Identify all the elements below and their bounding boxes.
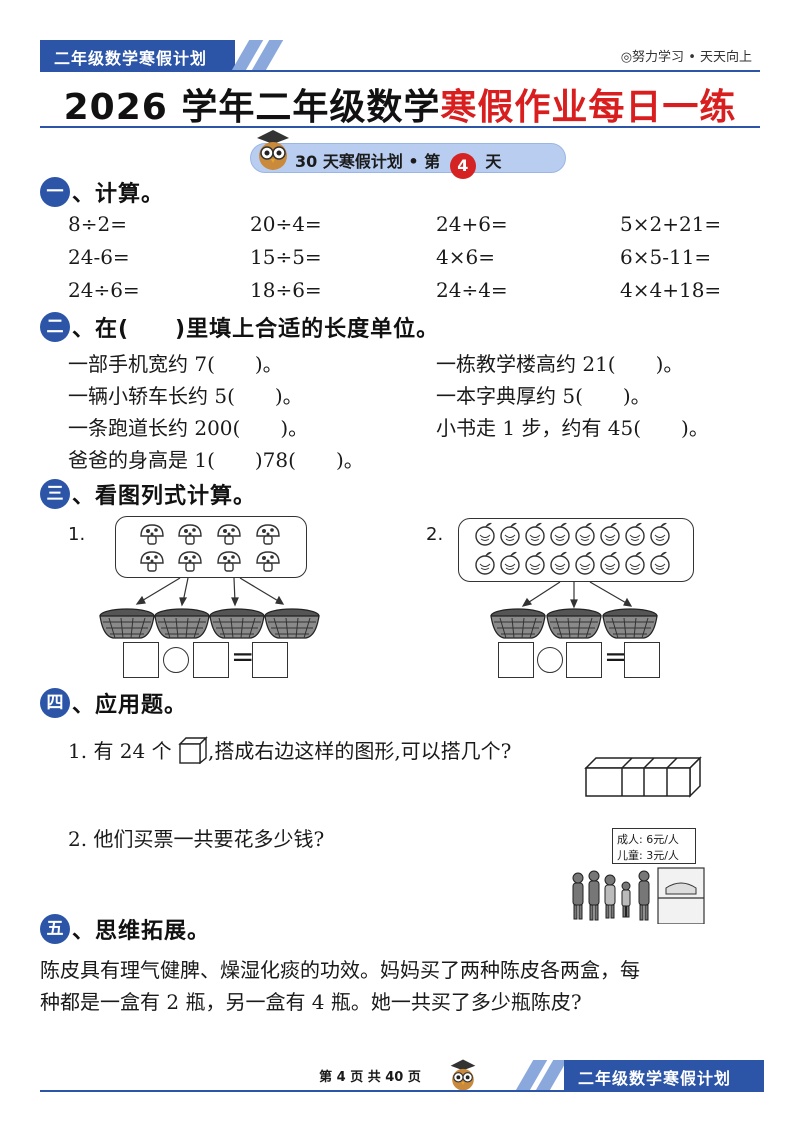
- word-problem-2: 2. 他们买票一共要花多少钱?: [68, 827, 325, 851]
- section-thinking-header: 五 、思维拓展。: [40, 912, 210, 946]
- picture-problem-1-drawing: [99, 522, 670, 639]
- unit-item: 一条跑道长约 200( )。: [68, 416, 309, 440]
- calc-item: 4×6=: [436, 245, 495, 269]
- orange-group-box: [458, 518, 694, 582]
- unit-item: 一栋教学楼高约 21( )。: [436, 352, 684, 376]
- answer-box[interactable]: [566, 642, 602, 678]
- footer-rule: [40, 1090, 760, 1092]
- unit-item: 一部手机宽约 7( )。: [68, 352, 283, 376]
- section-title: 、在( )里填上合适的长度单位。: [72, 317, 440, 342]
- page-number: 第 4 页 共 40 页: [319, 1070, 421, 1085]
- equals-sign: =: [604, 640, 628, 673]
- equals-sign: =: [231, 640, 255, 673]
- basket-icon-set: [490, 608, 658, 639]
- section-badge: 一: [40, 177, 70, 207]
- section-badge: 二: [40, 312, 70, 342]
- unit-item: 爸爸的身高是 1( )78( )。: [68, 448, 364, 472]
- operator-circle[interactable]: [537, 647, 563, 673]
- answer-box[interactable]: [123, 642, 159, 678]
- section-badge: 三: [40, 479, 70, 509]
- unit-item: 一辆小轿车长约 5( )。: [68, 384, 303, 408]
- header-rule: [40, 70, 760, 72]
- cube-row-figure: [584, 756, 702, 798]
- day-plan-badge: 30 天寒假计划 • 第 4 天: [250, 130, 566, 179]
- calc-item: 20÷4=: [250, 212, 322, 236]
- cube-icon: [178, 736, 208, 765]
- section-title: 、思维拓展。: [72, 919, 211, 944]
- calc-item: 18÷6=: [250, 278, 322, 302]
- section-badge: 四: [40, 688, 70, 718]
- section-title: 、应用题。: [72, 693, 188, 718]
- calc-item: 24+6=: [436, 212, 508, 236]
- section-badge: 五: [40, 914, 70, 944]
- basket-icon-set: [99, 608, 320, 639]
- thinking-problem-line: 种都是一盒有 2 瓶，另一盒有 4 瓶。她一共买了多少瓶陈皮?: [40, 990, 582, 1014]
- ticket-illustration: 成人: 6元/人 儿童: 3元/人: [566, 828, 712, 924]
- section-picture-header: 三 、看图列式计算。: [40, 477, 256, 511]
- header-banner: 二年级数学寒假计划: [40, 40, 284, 72]
- calc-item: 24÷6=: [68, 278, 140, 302]
- section-title: 、计算。: [72, 182, 165, 207]
- title-rule: [40, 126, 760, 128]
- price-child: 儿童: 3元/人: [617, 849, 679, 862]
- calc-item: 24-6=: [68, 245, 130, 269]
- price-sign: 成人: 6元/人 儿童: 3元/人: [612, 828, 696, 864]
- day-number-badge: 4: [449, 153, 476, 179]
- word-problem-1: 1. 有 24 个 ,搭成右边这样的图形,可以搭几个?: [68, 735, 511, 765]
- section-calculation-header: 一 、计算。: [40, 175, 164, 209]
- header-motto: ◎努力学习 • 天天向上: [620, 50, 752, 65]
- answer-box[interactable]: [252, 642, 288, 678]
- footer-banner-text: 二年级数学寒假计划: [578, 1069, 732, 1088]
- picture-problem-label: 2.: [426, 524, 444, 545]
- owl-mascot-icon: [450, 1059, 476, 1091]
- unit-item: 小书走 1 步，约有 45( )。: [436, 416, 709, 440]
- owl-mascot-icon: [257, 130, 289, 170]
- family-queue-icon: [572, 867, 705, 924]
- page-title: 2026 学年二年级数学寒假作业每日一练: [63, 87, 737, 128]
- unit-item: 一本字典厚约 5( )。: [436, 384, 651, 408]
- footer-banner: 二年级数学寒假计划: [514, 1060, 764, 1092]
- section-title: 、看图列式计算。: [72, 484, 257, 509]
- calc-item: 6×5-11=: [620, 245, 712, 269]
- price-adult: 成人: 6元/人: [617, 833, 679, 846]
- thinking-problem-line: 陈皮具有理气健脾、燥湿化痰的功效。妈妈买了两种陈皮各两盒，每: [40, 958, 640, 982]
- operator-circle[interactable]: [163, 647, 189, 673]
- section-units-header: 二 、在( )里填上合适的长度单位。: [40, 310, 439, 344]
- section-word-problems-header: 四 、应用题。: [40, 686, 187, 720]
- mushroom-group-box: [115, 516, 307, 578]
- answer-box[interactable]: [498, 642, 534, 678]
- calc-item: 8÷2=: [68, 212, 127, 236]
- picture-problem-label: 1.: [68, 524, 86, 545]
- answer-box[interactable]: [193, 642, 229, 678]
- calc-item: 4×4+18=: [620, 278, 722, 302]
- calc-item: 24÷4=: [436, 278, 508, 302]
- header-banner-text: 二年级数学寒假计划: [54, 49, 208, 68]
- answer-box[interactable]: [624, 642, 660, 678]
- mushroom-icon-set: [140, 524, 280, 572]
- calc-item: 15÷5=: [250, 245, 322, 269]
- calc-item: 5×2+21=: [620, 212, 722, 236]
